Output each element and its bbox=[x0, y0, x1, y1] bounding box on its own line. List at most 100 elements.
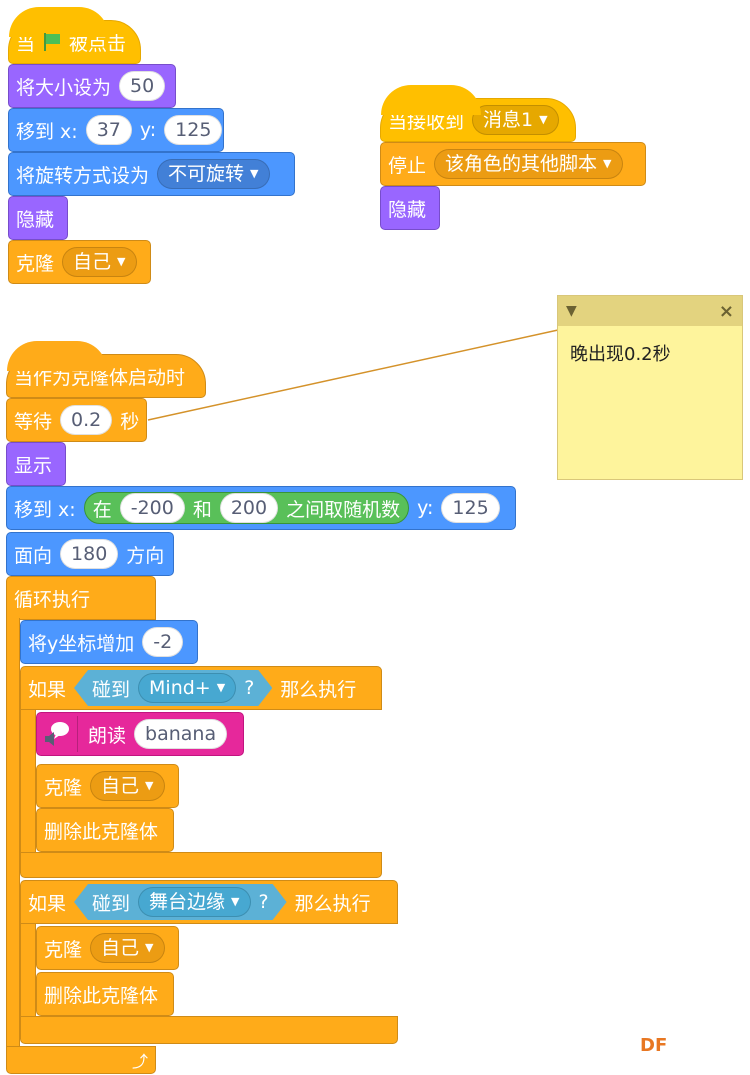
chevron-down-icon: ▼ bbox=[216, 681, 226, 694]
forever-bottom[interactable]: ⤴ bbox=[6, 1046, 156, 1074]
change-y-input[interactable]: -2 bbox=[142, 627, 184, 657]
comment-text[interactable]: 晚出现0.2秒 bbox=[570, 344, 671, 365]
block-text: 克隆 bbox=[44, 938, 83, 961]
hide-block[interactable]: 隐藏 bbox=[380, 186, 440, 230]
block-text: ? bbox=[244, 677, 255, 699]
block-text: 显示 bbox=[14, 454, 53, 477]
block-text: 面向 bbox=[14, 544, 53, 567]
clone-target-dropdown[interactable]: 自己 ▼ bbox=[90, 933, 165, 963]
when-flag-clicked-block[interactable]: 当 被点击 bbox=[8, 7, 141, 64]
block-text: y: bbox=[139, 119, 157, 141]
when-clone-start-block[interactable]: 当作为克隆体启动时 bbox=[6, 341, 206, 398]
block-text: 将y坐标增加 bbox=[28, 632, 135, 655]
block-text: 等待 bbox=[14, 410, 53, 433]
block-text: 方向 bbox=[126, 544, 165, 567]
block-text: 碰到 bbox=[92, 892, 131, 915]
if-bottom bbox=[20, 1016, 398, 1044]
block-text: 删除此克隆体 bbox=[44, 984, 159, 1007]
close-icon[interactable]: × bbox=[718, 300, 734, 322]
if-arm bbox=[20, 924, 36, 1016]
block-text: 将大小设为 bbox=[16, 76, 112, 99]
touching-condition-block[interactable]: 碰到 舞台边缘 ▼ ? bbox=[74, 884, 287, 920]
block-text: 和 bbox=[192, 498, 212, 521]
dropdown-value: 自己 bbox=[73, 251, 112, 273]
delete-clone-block[interactable]: 删除此克隆体 bbox=[36, 972, 174, 1016]
chevron-down-icon: ▼ bbox=[603, 157, 612, 170]
forever-block[interactable]: 循环执行 bbox=[6, 576, 156, 620]
create-clone-block[interactable]: 克隆 自己 ▼ bbox=[8, 240, 151, 284]
block-text: 秒 bbox=[120, 410, 140, 433]
block-text: 那么执行 bbox=[280, 678, 357, 701]
comment-note[interactable]: ▼ × 晚出现0.2秒 bbox=[557, 295, 743, 480]
point-direction-block[interactable]: 面向 180 方向 bbox=[6, 532, 174, 576]
collapse-caret-icon[interactable]: ▼ bbox=[566, 303, 577, 319]
message-dropdown[interactable]: 消息1 ▼ bbox=[472, 105, 559, 135]
if-bottom bbox=[20, 852, 382, 878]
stop-option-dropdown[interactable]: 该角色的其他脚本 ▼ bbox=[434, 149, 623, 179]
when-receive-block[interactable]: 当接收到 消息1 ▼ bbox=[380, 85, 576, 142]
delete-clone-block[interactable]: 删除此克隆体 bbox=[36, 808, 174, 852]
chevron-down-icon: ▼ bbox=[145, 941, 154, 954]
size-input[interactable]: 50 bbox=[119, 71, 166, 101]
direction-input[interactable]: 180 bbox=[60, 539, 119, 569]
block-text: ? bbox=[258, 891, 269, 913]
show-block[interactable]: 显示 bbox=[6, 442, 66, 486]
chevron-down-icon: ▼ bbox=[145, 779, 154, 792]
if-block[interactable]: 如果 碰到 Mind+ ▼ ? 那么执行 bbox=[20, 666, 382, 710]
goto-xy-random-block[interactable]: 移到 x: 在 -200 和 200 之间取随机数 y: 125 bbox=[6, 486, 516, 530]
touch-target-dropdown[interactable]: 舞台边缘 ▼ bbox=[138, 887, 250, 917]
random-to-input[interactable]: 200 bbox=[219, 493, 279, 523]
dropdown-value: 该角色的其他脚本 bbox=[445, 153, 598, 175]
wait-block[interactable]: 等待 0.2 秒 bbox=[6, 398, 147, 442]
change-y-block[interactable]: 将y坐标增加 -2 bbox=[20, 620, 198, 664]
comment-header[interactable]: ▼ × bbox=[558, 296, 742, 326]
create-clone-block[interactable]: 克隆 自己 ▼ bbox=[36, 764, 179, 808]
dropdown-value: 自己 bbox=[101, 937, 140, 959]
goto-xy-block[interactable]: 移到 x: 37 y: 125 bbox=[8, 108, 224, 152]
stop-block[interactable]: 停止 该角色的其他脚本 ▼ bbox=[380, 142, 646, 186]
block-text: 如果 bbox=[28, 892, 67, 915]
pick-random-block[interactable]: 在 -200 和 200 之间取随机数 bbox=[83, 492, 410, 524]
speak-text-input[interactable]: banana bbox=[134, 719, 228, 749]
wait-input[interactable]: 0.2 bbox=[60, 405, 113, 435]
chevron-down-icon: ▼ bbox=[231, 895, 240, 908]
block-text: 隐藏 bbox=[388, 198, 427, 221]
block-text: 碰到 bbox=[92, 678, 131, 701]
y-input[interactable]: 125 bbox=[164, 115, 223, 145]
set-rotation-style-block[interactable]: 将旋转方式设为 不可旋转 ▼ bbox=[8, 152, 295, 196]
block-text: 停止 bbox=[388, 154, 427, 177]
if-block[interactable]: 如果 碰到 舞台边缘 ▼ ? 那么执行 bbox=[20, 880, 398, 924]
block-text: 在 bbox=[92, 498, 112, 521]
set-size-block[interactable]: 将大小设为 50 bbox=[8, 64, 176, 108]
dropdown-value: 自己 bbox=[101, 775, 140, 797]
y-input[interactable]: 125 bbox=[441, 493, 500, 523]
dropdown-value: 消息1 bbox=[483, 109, 534, 131]
clone-target-dropdown[interactable]: 自己 ▼ bbox=[62, 247, 137, 277]
text-to-speech-icon bbox=[37, 716, 78, 752]
touching-condition-block[interactable]: 碰到 Mind+ ▼ ? bbox=[74, 670, 272, 706]
block-text: 循环执行 bbox=[14, 588, 91, 611]
if-arm bbox=[20, 710, 36, 852]
dropdown-value: 舞台边缘 bbox=[149, 891, 226, 913]
random-from-input[interactable]: -200 bbox=[119, 493, 185, 523]
clone-target-dropdown[interactable]: 自己 ▼ bbox=[90, 771, 165, 801]
forever-arm bbox=[6, 618, 20, 1046]
speak-block[interactable]: 朗读 banana bbox=[36, 712, 244, 756]
touch-target-dropdown[interactable]: Mind+ ▼ bbox=[138, 673, 236, 703]
block-text: 将旋转方式设为 bbox=[16, 164, 150, 187]
create-clone-block[interactable]: 克隆 自己 ▼ bbox=[36, 926, 179, 970]
chevron-down-icon: ▼ bbox=[250, 167, 259, 180]
dropdown-value: Mind+ bbox=[149, 677, 211, 699]
block-text: 当 bbox=[16, 32, 36, 55]
block-text: 移到 x: bbox=[14, 498, 76, 521]
dropdown-value: 不可旋转 bbox=[168, 163, 245, 185]
hide-block[interactable]: 隐藏 bbox=[8, 196, 68, 240]
x-input[interactable]: 37 bbox=[85, 115, 132, 145]
block-text: 删除此克隆体 bbox=[44, 820, 159, 843]
rotation-style-dropdown[interactable]: 不可旋转 ▼ bbox=[157, 159, 270, 189]
block-text: 朗读 bbox=[88, 724, 127, 747]
block-text: 克隆 bbox=[16, 252, 55, 275]
block-text: 当接收到 bbox=[388, 110, 465, 133]
chevron-down-icon: ▼ bbox=[117, 255, 126, 268]
